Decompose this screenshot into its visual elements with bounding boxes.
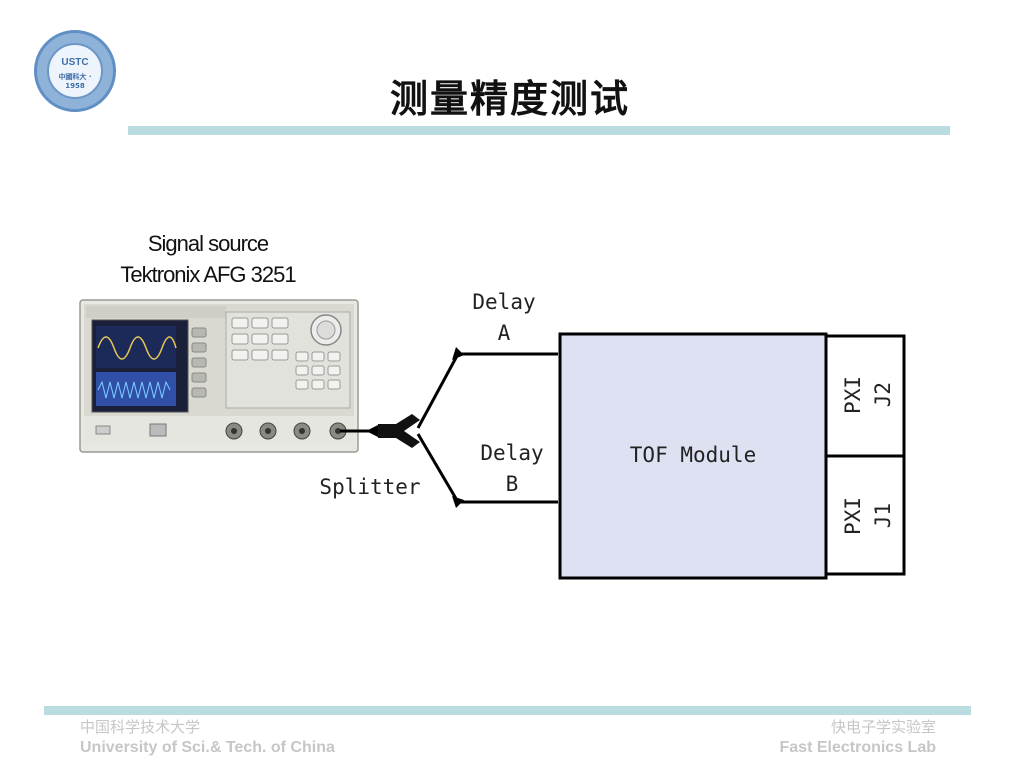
pxi-j1-line1: PXI [841, 497, 865, 535]
logo-emblem: USTC 中國科大 · 1958 [47, 43, 103, 99]
pxi-j2-line2: J2 [871, 382, 895, 408]
footer-university-cn: 中国科学技术大学 [80, 719, 201, 736]
footer-university-en: University of Sci.& Tech. of China [80, 739, 335, 756]
footer-lab: 快电子学实验室 Fast Electronics Lab [770, 718, 937, 758]
ustc-logo: USTC 中國科大 · 1958 [34, 30, 116, 112]
splitter-label: Splitter [319, 475, 421, 499]
footer-lab-cn: 快电子学实验室 [830, 719, 936, 736]
splitter-connections [340, 352, 558, 504]
pxi-j2-label: PXI J2 [836, 340, 900, 450]
pxi-j2-line1: PXI [841, 376, 865, 414]
arrow-head-delay-a [452, 347, 464, 360]
pxi-j1-label: PXI J1 [836, 462, 900, 570]
slide-title: 测量精度测试 [389, 77, 630, 121]
signal-source-line1: Signal source [147, 231, 269, 256]
delay-b-line2: B [505, 472, 519, 496]
delay-b-line1: Delay [480, 441, 544, 465]
logo-subtext: 中國科大 · 1958 [58, 73, 92, 90]
pxi-j1-line2: J1 [871, 503, 895, 529]
signal-source-label: Signal source Tektronix AFG 3251 [90, 228, 326, 290]
tof-module-label: TOF Module [629, 443, 757, 467]
footer-lab-en: Fast Electronics Lab [779, 739, 937, 756]
title-underline-bar [128, 126, 950, 135]
splitter-symbol [378, 414, 420, 448]
delay-a-line1: Delay [472, 290, 536, 314]
delay-a-label: Delay A [462, 287, 546, 349]
arrow-head-delay-b [452, 496, 464, 508]
delay-b-label: Delay B [470, 438, 554, 500]
delay-a-line2: A [497, 321, 511, 345]
footer-bar [44, 706, 971, 715]
logo-text: USTC [61, 57, 89, 68]
tof-module-box [558, 332, 828, 580]
pxi-j1-box [824, 454, 906, 576]
arrow-head-left [366, 425, 378, 437]
signal-source-line2: Tektronix AFG 3251 [120, 262, 296, 287]
footer-university: 中国科学技术大学 University of Sci.& Tech. of Ch… [80, 718, 335, 758]
function-generator-image [79, 299, 359, 453]
